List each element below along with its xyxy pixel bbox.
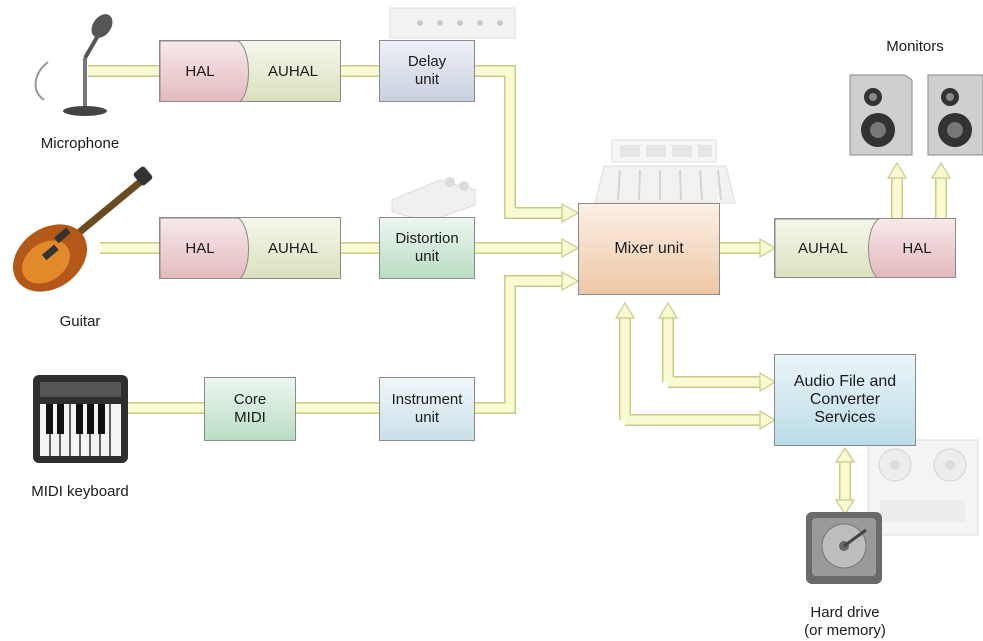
microphone-label: Microphone xyxy=(40,135,120,152)
midi-keyboard-label: MIDI keyboard xyxy=(31,483,129,500)
guitar-label: Guitar xyxy=(59,313,101,330)
hal-auhal-input-2: HAL AUHAL xyxy=(159,217,341,279)
auhal-label: AUHAL xyxy=(267,62,319,80)
mixer-unit: Mixer unit xyxy=(578,203,720,295)
auhal-label: AUHAL xyxy=(267,239,319,257)
monitors-label: Monitors xyxy=(886,38,944,55)
distortion-unit: Distortion unit xyxy=(379,217,475,279)
hal-label: HAL xyxy=(902,239,932,257)
auhal-hal-output: AUHAL HAL xyxy=(774,218,956,278)
hal-auhal-input-1: HAL AUHAL xyxy=(159,40,341,102)
hard-drive-sublabel: (or memory) xyxy=(804,622,886,639)
hard-drive-label: Hard drive xyxy=(810,604,880,621)
hal-label: HAL xyxy=(185,62,215,80)
instrument-unit: Instrument unit xyxy=(379,377,475,441)
auhal-label: AUHAL xyxy=(797,239,849,257)
hal-label: HAL xyxy=(185,239,215,257)
core-midi-box: Core MIDI xyxy=(204,377,296,441)
delay-unit: Delay unit xyxy=(379,40,475,102)
audio-file-converter-services: Audio File and Converter Services xyxy=(774,354,916,446)
